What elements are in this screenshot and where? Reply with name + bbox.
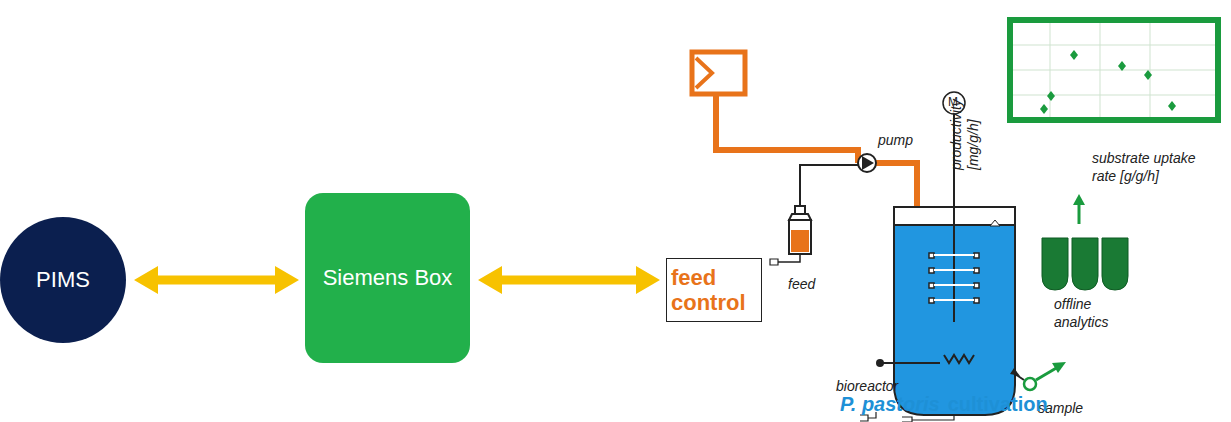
system-circle: PIMS: [0, 217, 126, 343]
feed-pipe: [716, 94, 917, 243]
flow-arrowhead: [1073, 194, 1085, 205]
node-text: feed control: [671, 265, 757, 316]
node-text: PIMS: [36, 267, 90, 293]
node-text: Siemens Box: [323, 265, 453, 291]
sample-valve: [1010, 362, 1066, 390]
flow-arrow: [1078, 204, 1081, 224]
part-label: feed: [788, 276, 815, 292]
feed-bottle: [770, 206, 811, 265]
system-box: Siemens Box: [305, 193, 470, 363]
productivity-chart: [1010, 20, 1218, 120]
axis-label: substrate uptake rate [g/g/h]: [1092, 150, 1202, 185]
control-box: feed control: [666, 258, 762, 322]
bioreactor-vessel: [860, 114, 1015, 422]
title-part: P. pastoris: [840, 393, 940, 416]
title-part: cultivation: [948, 393, 1048, 416]
double-arrow: [478, 266, 660, 294]
analytics-tubes: [1042, 238, 1128, 290]
double-arrow: [134, 266, 299, 294]
feed-line: [800, 165, 858, 208]
axis-label: productivity [mg/g/h]: [948, 70, 982, 170]
part-label: bioreactor: [836, 378, 898, 394]
part-label: offline analytics: [1054, 296, 1124, 331]
part-label: pump: [878, 132, 913, 148]
feed-vessel: [692, 52, 745, 94]
pump-symbol: [858, 154, 876, 172]
